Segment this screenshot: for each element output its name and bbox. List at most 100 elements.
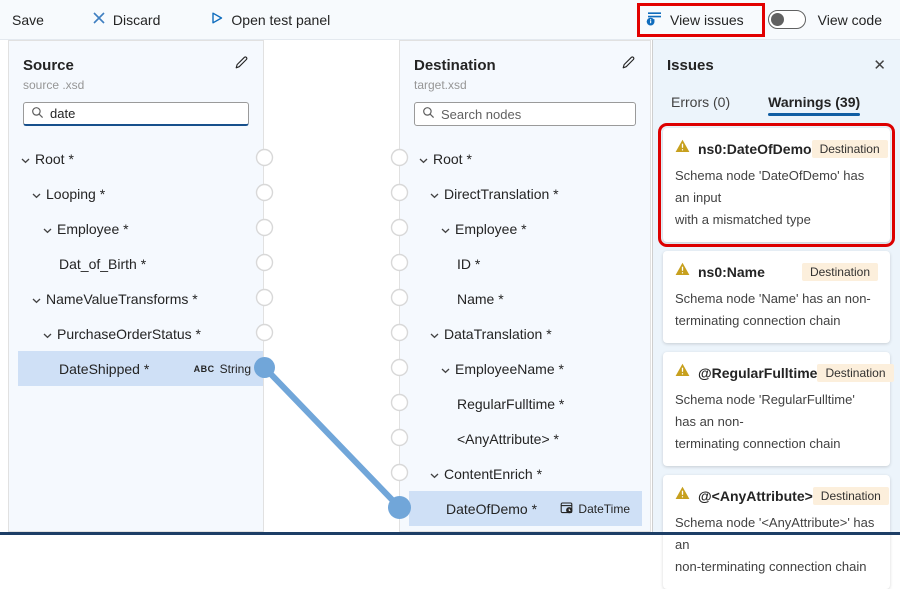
- issue-message-line2: with a mismatched type: [675, 212, 811, 227]
- toolbar-right-group: View issues View code: [636, 0, 900, 40]
- destination-tree-row[interactable]: DateOfDemo * DateTime: [409, 491, 642, 526]
- source-search-input[interactable]: [50, 106, 241, 121]
- discard-button[interactable]: Discard: [82, 0, 170, 40]
- string-type-label: String: [219, 361, 251, 376]
- source-tree-row[interactable]: DateShipped * ABC String: [18, 351, 263, 386]
- chevron-down-icon[interactable]: [440, 223, 451, 234]
- chevron-down-icon[interactable]: [440, 363, 451, 374]
- chevron-down-icon[interactable]: [418, 153, 429, 164]
- destination-tree-row[interactable]: <AnyAttribute> *: [409, 421, 642, 456]
- source-node-label: Dat_of_Birth *: [59, 255, 147, 272]
- issue-node-name: @RegularFulltime: [698, 364, 818, 381]
- destination-tree-row[interactable]: Root *: [409, 141, 642, 176]
- destination-tree-row[interactable]: EmployeeName *: [409, 351, 642, 386]
- chevron-down-icon[interactable]: [429, 188, 440, 199]
- source-search-box: [23, 102, 249, 126]
- destination-panel: Destination target.xsd Root *: [399, 40, 651, 532]
- source-panel: Source source .xsd Root * L: [8, 40, 264, 532]
- destination-tree-row[interactable]: Employee *: [409, 211, 642, 246]
- warning-icon: [675, 139, 690, 158]
- issue-card[interactable]: ns0:DateOfDemo Destination Schema node '…: [658, 123, 895, 247]
- destination-tree-row[interactable]: Name *: [409, 281, 642, 316]
- issue-node-name: ns0:DateOfDemo: [698, 140, 812, 157]
- chevron-down-icon[interactable]: [429, 468, 440, 479]
- datetime-type-label: DateTime: [578, 501, 630, 516]
- edit-source-schema-icon[interactable]: [234, 55, 249, 75]
- issue-card[interactable]: @RegularFulltime Destination Schema node…: [663, 352, 894, 466]
- issues-tabs: Errors (0) Warnings (39): [667, 94, 890, 120]
- destination-node-label: ContentEnrich *: [444, 465, 543, 482]
- destination-panel-header: Destination target.xsd: [400, 41, 650, 92]
- chevron-down-icon[interactable]: [20, 153, 31, 164]
- destination-node-label: ID *: [457, 255, 481, 272]
- destination-node-label: DirectTranslation *: [444, 185, 559, 202]
- warning-icon: [675, 262, 690, 281]
- source-tree: Root * Looping * Employee * Dat_of: [9, 141, 263, 386]
- view-issues-label: View issues: [669, 11, 744, 28]
- issue-message-line1: Schema node 'Name' has an non-: [675, 291, 871, 306]
- chevron-down-icon[interactable]: [42, 328, 53, 339]
- source-tree-row[interactable]: Looping *: [18, 176, 263, 211]
- source-node-label: Root *: [35, 150, 74, 167]
- mapping-connection-line[interactable]: [261, 364, 403, 511]
- destination-schema-filename: target.xsd: [414, 78, 467, 92]
- issue-location-badge: Destination: [817, 363, 894, 382]
- issue-node-name: ns0:Name: [698, 263, 765, 280]
- search-icon: [31, 106, 44, 122]
- toolbar: Save Discard Open test panel View issues: [0, 0, 900, 40]
- destination-node-label: Name *: [457, 290, 504, 307]
- close-icon[interactable]: ✕: [873, 57, 886, 74]
- source-node-label: Looping *: [46, 185, 106, 202]
- destination-node-label: DateOfDemo *: [446, 500, 538, 517]
- source-node-label: Employee *: [57, 220, 129, 237]
- issues-tab[interactable]: Errors (0): [667, 94, 734, 120]
- view-issues-button[interactable]: View issues: [636, 0, 754, 40]
- destination-tree-row[interactable]: RegularFulltime *: [409, 386, 642, 421]
- search-icon: [422, 106, 435, 122]
- issue-card[interactable]: ns0:Name Destination Schema node 'Name' …: [663, 251, 890, 343]
- play-icon: [210, 11, 224, 28]
- destination-tree-row[interactable]: ContentEnrich *: [409, 456, 642, 491]
- issue-message-line2: terminating connection chain: [675, 313, 841, 328]
- issues-card-list: ns0:DateOfDemo Destination Schema node '…: [658, 123, 895, 589]
- destination-tree-row[interactable]: ID *: [409, 246, 642, 281]
- destination-node-label: <AnyAttribute> *: [457, 430, 559, 447]
- destination-tree-row[interactable]: DataTranslation *: [409, 316, 642, 351]
- edit-destination-schema-icon[interactable]: [621, 55, 636, 75]
- issue-message-line2: non-terminating connection chain: [675, 559, 867, 574]
- source-node-label: PurchaseOrderStatus *: [57, 325, 201, 342]
- issues-panel: Issues ✕ Errors (0) Warnings (39) ns0:Da…: [652, 40, 900, 589]
- destination-tree-row[interactable]: DirectTranslation *: [409, 176, 642, 211]
- source-tree-row[interactable]: Root *: [18, 141, 263, 176]
- destination-node-label: Root *: [433, 150, 472, 167]
- issue-message-line1: Schema node 'DateOfDemo' has an input: [675, 168, 865, 205]
- save-button[interactable]: Save: [2, 0, 54, 40]
- dismiss-icon: [92, 11, 106, 28]
- issues-panel-title: Issues: [667, 56, 714, 74]
- chevron-down-icon[interactable]: [429, 328, 440, 339]
- source-panel-header: Source source .xsd: [9, 41, 263, 92]
- warning-icon: [675, 363, 690, 382]
- discard-button-label: Discard: [112, 11, 161, 28]
- source-tree-row[interactable]: Employee *: [18, 211, 263, 246]
- open-test-panel-button[interactable]: Open test panel: [200, 0, 340, 40]
- destination-node-label: EmployeeName *: [455, 360, 564, 377]
- issues-tab[interactable]: Warnings (39): [764, 94, 864, 120]
- destination-panel-title: Destination: [414, 56, 496, 74]
- source-node-label: DateShipped *: [59, 360, 150, 377]
- destination-node-label: Employee *: [455, 220, 527, 237]
- view-code-toggle[interactable]: [767, 10, 806, 29]
- chevron-down-icon[interactable]: [42, 223, 53, 234]
- destination-search-input[interactable]: [441, 106, 628, 122]
- datetime-icon: [560, 501, 573, 517]
- source-tree-row[interactable]: PurchaseOrderStatus *: [18, 316, 263, 351]
- source-tree-row[interactable]: NameValueTransforms *: [18, 281, 263, 316]
- chevron-down-icon[interactable]: [31, 293, 42, 304]
- toggle-knob: [770, 13, 784, 26]
- source-tree-row[interactable]: Dat_of_Birth *: [18, 246, 263, 281]
- open-test-panel-label: Open test panel: [231, 11, 331, 28]
- issues-tab-label: Errors (0): [671, 94, 731, 110]
- save-button-label: Save: [12, 11, 44, 28]
- datetime-type-badge: DateTime: [560, 501, 630, 517]
- chevron-down-icon[interactable]: [31, 188, 42, 199]
